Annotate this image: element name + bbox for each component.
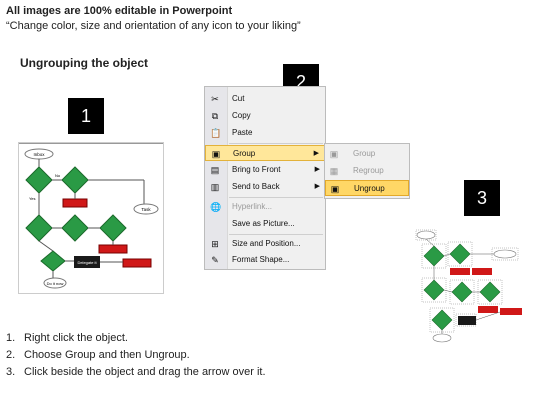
menu-item-bring-to-front[interactable]: ▤ Bring to Front ▶ — [205, 162, 325, 178]
menu-item-group[interactable]: ▣ Group ▶ — [205, 145, 325, 161]
menu-separator — [229, 197, 323, 198]
scissors-icon: ✂ — [211, 94, 219, 104]
group-icon: ▣ — [211, 149, 221, 159]
menu-item-label: Save as Picture... — [232, 219, 295, 228]
flowchart-ungrouped-graphic — [415, 229, 522, 343]
step-badge-3: 3 — [464, 180, 500, 216]
step-badge-1: 1 — [68, 98, 104, 134]
menu-item-label: Group — [233, 149, 256, 158]
group-submenu: ▣ Group ▦ Regroup ▣ Ungroup — [324, 143, 410, 199]
flow-start-label: Inbox — [33, 152, 45, 157]
submenu-item-label: Group — [353, 149, 376, 158]
regroup-icon: ▦ — [329, 166, 339, 176]
context-menu: ✂ Cut ⧉ Copy 📋 Paste ▣ Group ▶ ▤ Bring t… — [204, 86, 326, 270]
group-icon: ▣ — [329, 149, 339, 159]
menu-item-label: Hyperlink... — [232, 202, 273, 211]
flow-task-label: Task — [141, 207, 151, 212]
menu-icon-strip — [205, 87, 228, 269]
bring-front-icon: ▤ — [210, 165, 220, 175]
step-number: 3. — [6, 366, 16, 378]
menu-item-size-and-position[interactable]: ⊞ Size and Position... — [205, 236, 325, 252]
menu-item-send-to-back[interactable]: ▥ Send to Back ▶ — [205, 179, 325, 195]
hyperlink-icon: 🌐 — [210, 202, 222, 212]
submenu-arrow-icon: ▶ — [313, 150, 319, 157]
submenu-item-label: Ungroup — [354, 184, 385, 193]
menu-item-label: Send to Back — [232, 182, 280, 191]
menu-item-label: Size and Position... — [232, 239, 301, 248]
submenu-item-group[interactable]: ▣ Group — [325, 146, 409, 162]
menu-separator — [229, 143, 323, 144]
submenu-item-ungroup[interactable]: ▣ Ungroup — [325, 180, 409, 196]
submenu-arrow-icon: ▶ — [314, 183, 320, 190]
menu-item-cut[interactable]: ✂ Cut — [205, 91, 325, 107]
menu-item-label: Bring to Front — [232, 165, 281, 174]
menu-separator — [229, 234, 323, 235]
step-3: 3. Click beside the object and drag the a… — [6, 366, 266, 378]
flowchart-graphic: Inbox Task Delegate it Do it now Yes No — [19, 143, 163, 289]
header-subtitle: “Change color, size and orientation of a… — [6, 20, 301, 32]
menu-item-copy[interactable]: ⧉ Copy — [205, 108, 325, 124]
menu-item-paste[interactable]: 📋 Paste — [205, 125, 325, 141]
step-text: Right click the object. — [24, 332, 128, 344]
flow-doitnow-label: Do it now — [47, 281, 64, 286]
section-title: Ungrouping the object — [20, 56, 148, 70]
size-position-icon: ⊞ — [211, 239, 219, 249]
flow-no-label: No — [55, 173, 61, 178]
flowchart-ungrouped[interactable] — [414, 228, 530, 344]
flowchart-grouped[interactable]: Inbox Task Delegate it Do it now Yes No — [18, 142, 164, 294]
submenu-arrow-icon: ▶ — [314, 166, 320, 173]
format-shape-icon: ✎ — [211, 255, 219, 265]
step-number: 2. — [6, 349, 16, 361]
step-number: 1. — [6, 332, 16, 344]
send-back-icon: ▥ — [210, 182, 220, 192]
save-picture-icon — [210, 219, 220, 229]
menu-item-label: Paste — [232, 128, 253, 137]
menu-item-format-shape[interactable]: ✎ Format Shape... — [205, 252, 325, 268]
flow-delegate-label: Delegate it — [77, 260, 97, 265]
flow-yes-label: Yes — [29, 196, 36, 201]
menu-item-hyperlink[interactable]: 🌐 Hyperlink... — [205, 199, 325, 215]
ungroup-icon: ▣ — [330, 184, 340, 194]
step-2: 2. Choose Group and then Ungroup. — [6, 349, 190, 361]
step-1: 1. Right click the object. — [6, 332, 128, 344]
menu-item-save-as-picture[interactable]: Save as Picture... — [205, 216, 325, 232]
menu-item-label: Cut — [232, 94, 245, 103]
step-text: Choose Group and then Ungroup. — [24, 349, 190, 361]
menu-item-label: Copy — [232, 111, 251, 120]
submenu-item-label: Regroup — [353, 166, 384, 175]
step-text: Click beside the object and drag the arr… — [24, 366, 266, 378]
copy-icon: ⧉ — [211, 111, 219, 121]
paste-icon: 📋 — [210, 128, 222, 138]
menu-item-label: Format Shape... — [232, 255, 290, 264]
header-title: All images are 100% editable in Powerpoi… — [6, 5, 233, 17]
submenu-item-regroup[interactable]: ▦ Regroup — [325, 163, 409, 179]
